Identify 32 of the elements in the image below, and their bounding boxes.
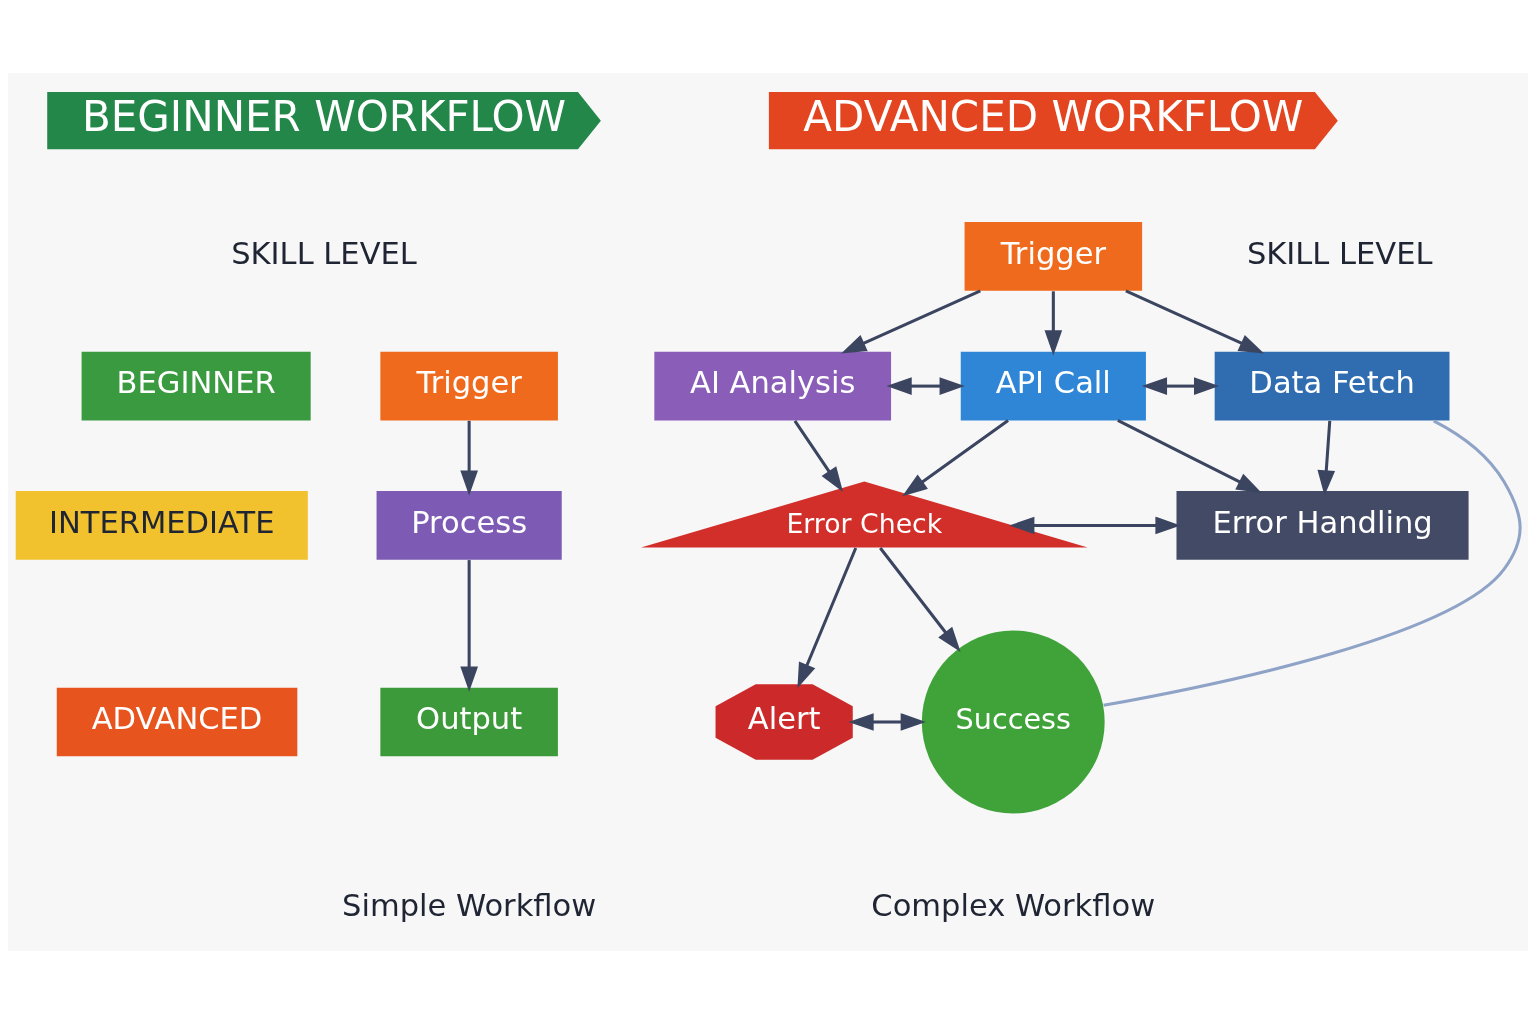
arrow [793,419,843,493]
connector [1103,419,1522,707]
node-box: Data Fetch [1214,351,1450,421]
node-box: ADVANCED [56,687,298,757]
node-box: Error Handling [1176,491,1469,560]
label: SKILL LEVEL [231,235,417,271]
arrow [1125,289,1265,354]
arrow [1317,420,1336,496]
node-box: Trigger [380,351,558,421]
arrow [1044,291,1063,356]
label: SKILL LEVEL [1246,235,1433,271]
node-box: Process [376,491,562,560]
arrow [1141,377,1220,395]
arrow [797,547,858,689]
node-circle: Success [921,630,1105,814]
arrow [460,420,478,496]
node-box: Trigger [964,221,1143,291]
node-box: API Call [960,351,1146,421]
arrow [902,419,1009,497]
arrow [1117,419,1262,493]
node-box: INTERMEDIATE [15,491,308,560]
node-box: AI Analysis [654,351,892,421]
arrow [1009,516,1181,535]
label: Complex Workflow [871,888,1156,924]
arrow [841,289,981,354]
arrow [879,547,961,652]
arrow [848,713,926,731]
arrow [886,377,965,395]
arrow [460,560,478,692]
label: Simple Workflow [342,888,597,924]
node-box: BEGINNER [81,351,311,421]
node-box: Output [380,687,558,757]
